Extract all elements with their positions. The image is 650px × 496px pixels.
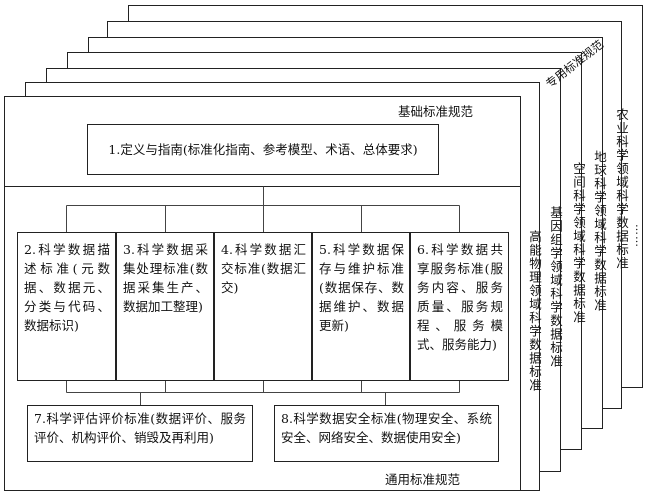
collection-standard-text: 3.科学数据采集处理标准(数据采集生产、数据加工整理): [123, 242, 208, 314]
general-standards-label: 通用标准规范: [385, 472, 461, 487]
preservation-standard-box: 5.科学数据保存与维护标准(数据保存、数据维护、数据更新): [312, 232, 410, 381]
domain-agriculture-label: 农业科学领域科学数据标准: [614, 108, 629, 270]
basic-standards-label: 基础标准规范: [398, 104, 474, 119]
definition-guide-text: 1.定义与指南(标准化指南、参考模型、术语、总体要求): [108, 141, 418, 157]
submission-standard-text: 4.科学数据汇交标准(数据汇交): [221, 242, 306, 295]
evaluation-standard-box: 7.科学评估评价标准(数据评价、服务评价、机构评价、销毁及再利用): [27, 405, 253, 462]
submission-standard-box: 4.科学数据汇交标准(数据汇交): [214, 232, 312, 381]
sharing-service-standard-text: 6.科学数据共享服务标准(服务内容、服务质量、服务规程、服务模式、服务能力): [417, 242, 503, 352]
collection-standard-box: 3.科学数据采集处理标准(数据采集生产、数据加工整理): [116, 232, 214, 381]
domain-ellipsis: ……: [633, 224, 646, 248]
domain-space-label: 空间科学领域科学数据标准: [571, 162, 586, 324]
preservation-standard-text: 5.科学数据保存与维护标准(数据保存、数据维护、数据更新): [319, 242, 404, 333]
tree-connectors-top: [66, 186, 460, 232]
security-standard-box: 8.科学数据安全标准(物理安全、系统安全、网络安全、数据使用安全): [274, 405, 499, 462]
description-standard-box: 2.科学数据描述标准(元数据、数据元、分类与代码、数据标识): [17, 232, 116, 381]
domain-earth-label: 地球科学领域科学数据标准: [592, 150, 607, 312]
evaluation-standard-text: 7.科学评估评价标准(数据评价、服务评价、机构评价、销毁及再利用): [34, 411, 246, 445]
description-standard-text: 2.科学数据描述标准(元数据、数据元、分类与代码、数据标识): [24, 242, 110, 333]
security-standard-text: 8.科学数据安全标准(物理安全、系统安全、网络安全、数据使用安全): [281, 411, 492, 445]
tree-connectors-bottom: [66, 381, 460, 405]
definition-guide-box: 1.定义与指南(标准化指南、参考模型、术语、总体要求): [87, 124, 439, 175]
sharing-service-standard-box: 6.科学数据共享服务标准(服务内容、服务质量、服务规程、服务模式、服务能力): [410, 232, 509, 381]
domain-physics-label: 高能物理领域科学数据标准: [527, 230, 542, 392]
domain-genomics-label: 基因组学领域科学数据标准: [548, 206, 563, 368]
